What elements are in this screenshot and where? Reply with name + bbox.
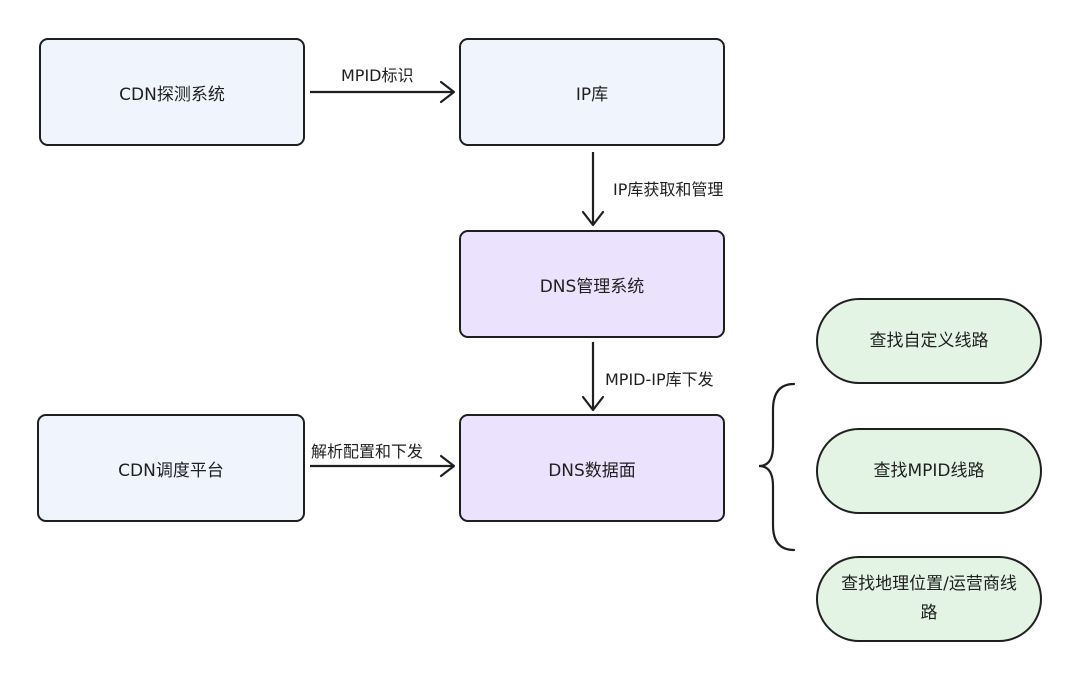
node-cdn-scheduling-platform[interactable]: CDN调度平台 [37,414,305,522]
node-dns-data-plane[interactable]: DNS数据面 [459,414,725,522]
edge-label-ip-lib-fetch: IP库获取和管理 [613,180,724,199]
curly-brace [758,382,796,552]
node-label: CDN调度平台 [118,460,224,481]
lookup-label: 查找自定义线路 [869,330,989,351]
lookup-custom-route[interactable]: 查找自定义线路 [816,298,1042,384]
lookup-mpid-route[interactable]: 查找MPID线路 [816,428,1042,514]
lookup-label: 查找MPID线路 [873,460,985,481]
node-ip-library[interactable]: IP库 [459,38,725,146]
node-label: IP库 [575,84,609,105]
edge-label-parse-push: 解析配置和下发 [311,442,424,461]
lookup-geo-isp-route[interactable]: 查找地理位置/运营商线路 [816,556,1042,642]
node-label: DNS管理系统 [539,276,645,297]
edge-iplib-to-dnsmgmt [581,152,605,227]
edge-dnsmgmt-to-dnsdata [581,342,605,412]
edge-probe-to-iplib [310,80,456,104]
edge-sched-to-dnsdata [310,454,456,478]
lookup-label: 查找地理位置/运营商线路 [841,574,1017,623]
edge-label-mpid-tag: MPID标识 [341,66,414,85]
node-cdn-probe-system[interactable]: CDN探测系统 [39,38,305,146]
edge-label-mpid-ip-push: MPID-IP库下发 [605,370,714,389]
node-dns-management-system[interactable]: DNS管理系统 [459,230,725,338]
node-label: CDN探测系统 [119,84,225,105]
node-label: DNS数据面 [548,460,636,481]
